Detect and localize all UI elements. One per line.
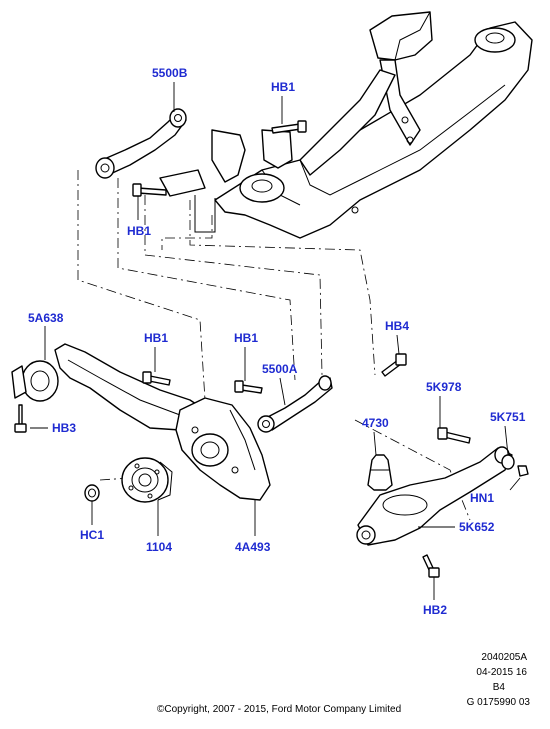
upper-arm-5500A <box>257 375 333 433</box>
callout-5500A: 5500A <box>262 362 298 376</box>
assembly-lines <box>77 170 471 521</box>
callout-hn1: HN1 <box>470 491 495 505</box>
callout-1104: 1104 <box>146 540 173 554</box>
callout-5K751: 5K751 <box>490 410 526 424</box>
hub-1104 <box>121 457 173 503</box>
callout-4A493: 4A493 <box>235 540 271 554</box>
bolt-5K978 <box>437 427 471 444</box>
bolt-hb4 <box>381 353 407 377</box>
bolt-hb1-mid-2 <box>234 380 263 394</box>
lower-arm-5A638 <box>11 343 206 431</box>
bolt-hb2 <box>422 554 440 578</box>
callout-hb3: HB3 <box>52 421 77 435</box>
callout-hb1-mid-2: HB1 <box>234 331 259 345</box>
callout-hb4: HB4 <box>385 319 410 333</box>
rear-subframe <box>159 11 533 239</box>
ref-section: B4 <box>492 682 505 693</box>
bolt-hb1-left <box>132 183 167 197</box>
callout-5K978: 5K978 <box>426 380 462 394</box>
copyright-notice: ©Copyright, 2007 - 2015, Ford Motor Comp… <box>157 704 402 715</box>
callout-5K652: 5K652 <box>459 520 495 534</box>
ref-code: 2040205A <box>481 652 527 663</box>
callout-5A638: 5A638 <box>28 311 64 325</box>
callout-hb1-top: HB1 <box>271 80 296 94</box>
callout-hb2: HB2 <box>423 603 448 617</box>
ref-number: G 0175990 03 <box>466 697 530 708</box>
bushing-5K751 <box>501 454 515 470</box>
circlip-hc1 <box>84 484 100 502</box>
bolt-hb1-upper <box>271 120 307 134</box>
callout-5500B: 5500B <box>152 66 188 80</box>
upper-arm-5500B <box>95 108 187 179</box>
bolt-hb3 <box>14 404 27 433</box>
nut-hn1 <box>517 465 529 477</box>
bump-stop-4730 <box>367 454 393 491</box>
callout-hb1-left: HB1 <box>127 224 152 238</box>
knuckle-4A493 <box>175 397 271 501</box>
callout-hc1: HC1 <box>80 528 105 542</box>
leader-lines <box>30 82 521 600</box>
bolt-hb1-mid-1 <box>142 371 171 386</box>
ref-date: 04-2015 16 <box>476 667 527 678</box>
callout-hb1-mid-1: HB1 <box>144 331 169 345</box>
callout-4730: 4730 <box>362 416 389 430</box>
